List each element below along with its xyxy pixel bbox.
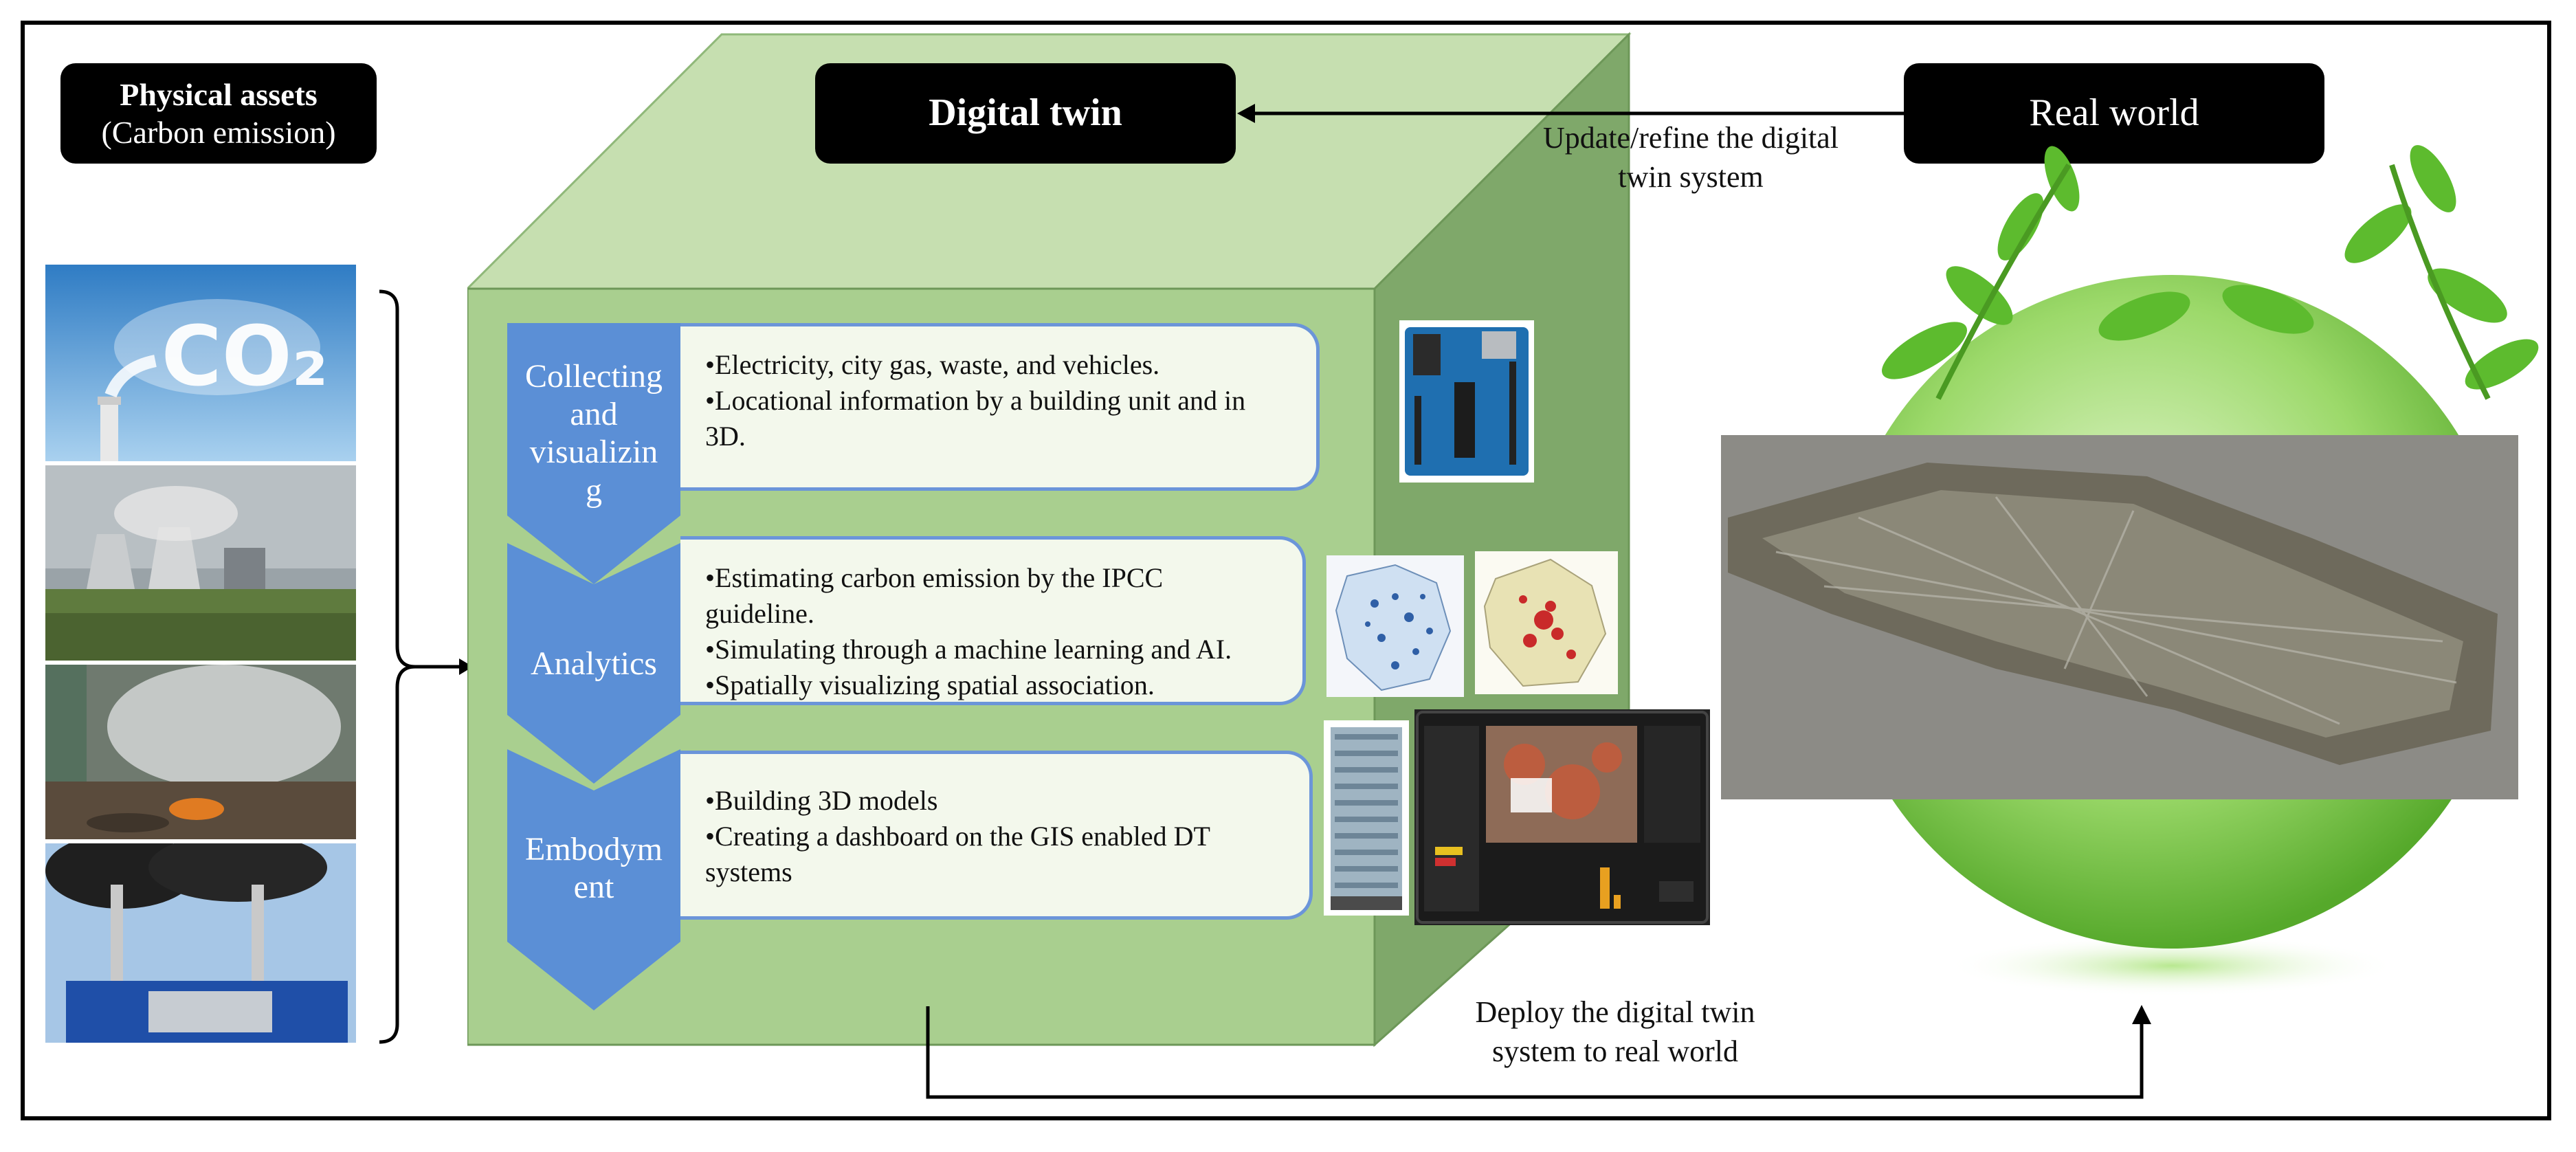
stage-bullets-analytics: Estimating carbon emission by the IPCC g…: [680, 536, 1306, 705]
stage-bullets-embodyment: Building 3D models Creating a dashboard …: [680, 751, 1313, 920]
stage-chevron-2: [507, 543, 680, 784]
power-plant-photo: [45, 465, 356, 661]
real-world-label: Real world: [1904, 63, 2324, 164]
deploy-text: Deploy the digital twin system to real w…: [1475, 995, 1755, 1069]
emission-map-red: [1475, 551, 1618, 694]
building-3d-model-image: [1324, 720, 1409, 916]
truck-exhaust-photo: [45, 843, 356, 1043]
burning-waste-photo: [45, 665, 356, 839]
stage-label-analytics: Analytics: [531, 645, 657, 682]
update-arrow: [1237, 104, 1906, 123]
figure-frame: [21, 21, 2551, 1120]
arduino-board-image: [1399, 320, 1534, 483]
physical-assets-subtitle: (Carbon emission): [101, 115, 336, 150]
digital-twin-label: Digital twin: [815, 63, 1236, 164]
co2-sky-photo: CO₂: [45, 265, 356, 461]
stage-bullets-collecting: Electricity, city gas, waste, and vehicl…: [680, 323, 1320, 491]
stage-chevron-3: [507, 749, 680, 1010]
co2-cloud-text: CO₂: [162, 309, 329, 405]
grouping-brace: [379, 289, 416, 1044]
stage-label-collecting: Collecting and visualizin g: [525, 358, 663, 509]
city-3d-model-image: [1721, 435, 2518, 799]
stage-chevron-1: [507, 323, 680, 584]
stage-label-embodyment: Embodym ent: [525, 831, 663, 906]
deploy-arrow: [926, 1005, 2151, 1099]
update-refine-text: Update/refine the digital twin system: [1542, 121, 1839, 195]
physical-assets-title: Physical assets: [120, 76, 318, 112]
emission-map-blue: [1326, 555, 1464, 697]
assets-to-cube-arrow: [414, 658, 473, 675]
gis-dashboard-image: [1414, 709, 1710, 925]
physical-assets-label: Physical assets (Carbon emission): [60, 63, 377, 164]
